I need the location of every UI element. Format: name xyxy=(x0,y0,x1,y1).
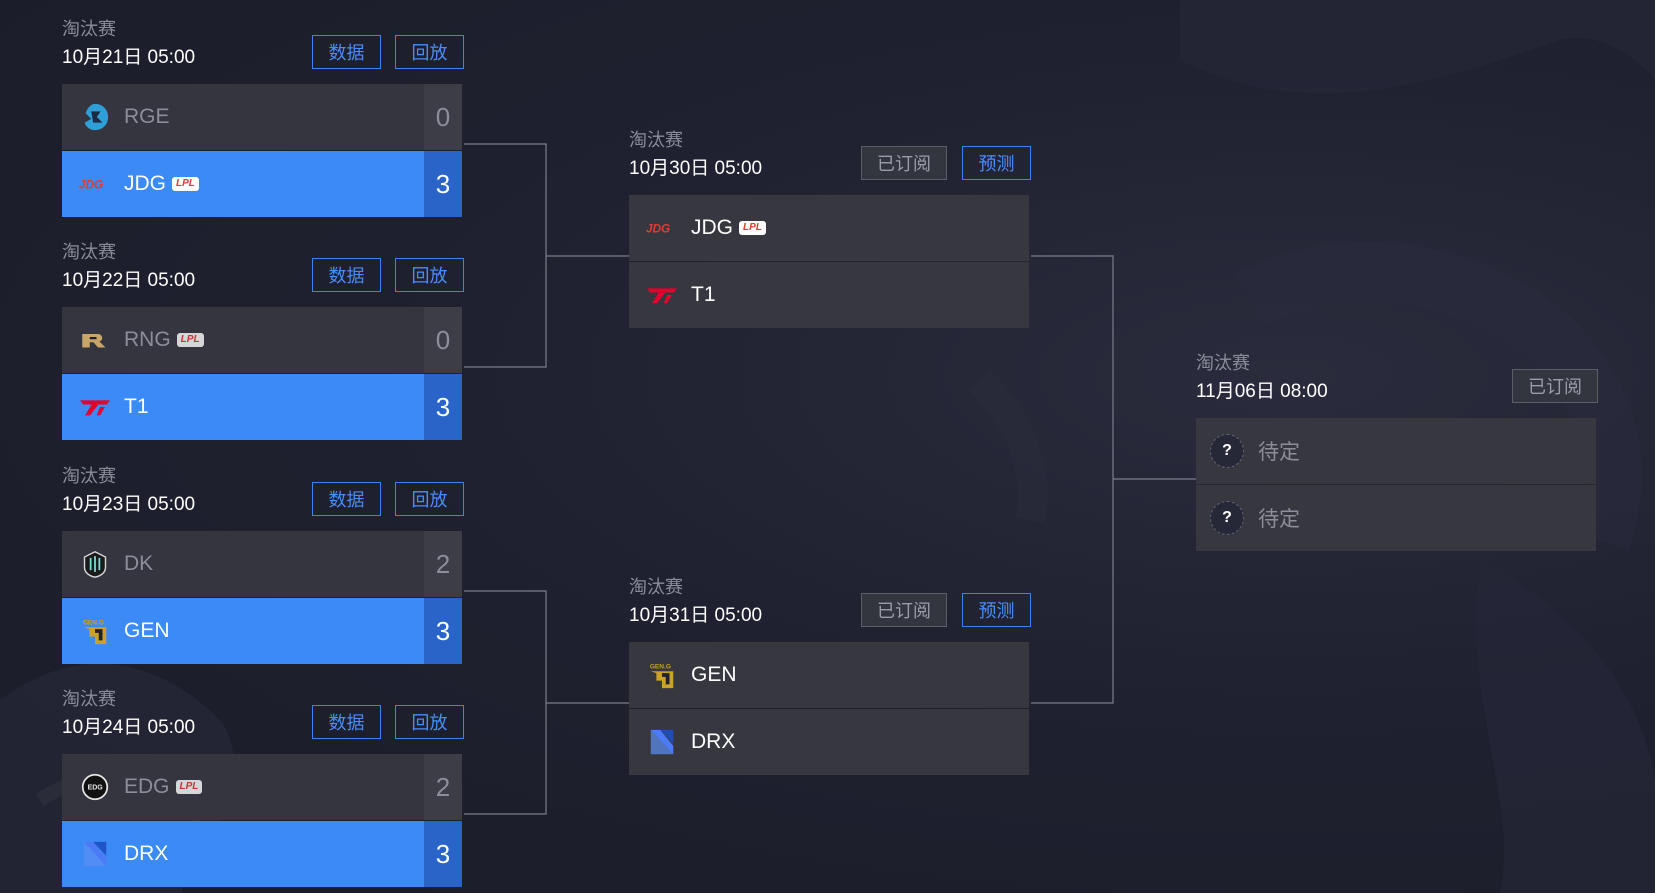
team-row-drx[interactable]: DRX xyxy=(629,709,1029,775)
match-final: 淘汰赛 11月06日 08:00 已订阅 ? 待定 ? 待定 xyxy=(1196,352,1598,551)
match-r1-3: 淘汰赛 10月23日 05:00 数据 回放 DK 2 GEN 3 xyxy=(62,465,464,664)
team-row-rge[interactable]: RGE 0 xyxy=(62,84,462,150)
team-name: GEN xyxy=(124,619,170,642)
match-r1-1: 淘汰赛 10月21日 05:00 数据 回放 RGE 0 JDG LPL 3 xyxy=(62,18,464,217)
replay-button[interactable]: 回放 xyxy=(395,482,464,516)
match-stage: 淘汰赛 xyxy=(62,19,116,39)
data-button[interactable]: 数据 xyxy=(312,35,381,69)
match-semi-2: 淘汰赛 10月31日 05:00 已订阅 预测 GEN DRX xyxy=(629,576,1031,775)
data-button[interactable]: 数据 xyxy=(312,482,381,516)
team-score: 3 xyxy=(424,151,462,217)
match-stage: 淘汰赛 xyxy=(62,466,116,486)
team-score: 3 xyxy=(424,374,462,440)
data-button[interactable]: 数据 xyxy=(312,705,381,739)
team-name: T1 xyxy=(691,283,716,306)
match-time: 10月31日 05:00 xyxy=(629,605,763,626)
team-row-tbd[interactable]: ? 待定 xyxy=(1196,485,1596,551)
jdg-logo-icon xyxy=(78,167,112,201)
team-name: JDG xyxy=(124,172,166,195)
team-row-drx[interactable]: DRX 3 xyxy=(62,821,462,887)
match-r1-4: 淘汰赛 10月24日 05:00 数据 回放 EDG LPL 2 DRX 3 xyxy=(62,688,464,887)
replay-button[interactable]: 回放 xyxy=(395,258,464,292)
dk-logo-icon xyxy=(78,547,112,581)
match-time: 10月30日 05:00 xyxy=(629,158,763,179)
match-time: 11月06日 08:00 xyxy=(1196,381,1328,402)
match-time: 10月21日 05:00 xyxy=(62,47,196,68)
team-name: 待定 xyxy=(1258,508,1300,531)
lpl-badge: LPL xyxy=(172,177,199,191)
team-row-t1[interactable]: T1 3 xyxy=(62,374,462,440)
team-name: 待定 xyxy=(1258,441,1300,464)
t1-logo-icon xyxy=(78,390,112,424)
team-score: 2 xyxy=(424,754,462,820)
team-name: EDG xyxy=(124,775,170,798)
match-stage: 淘汰赛 xyxy=(62,689,116,709)
team-name: DRX xyxy=(124,842,169,865)
team-score: 3 xyxy=(424,598,462,664)
t1-logo-icon xyxy=(645,278,679,312)
lpl-badge: LPL xyxy=(175,780,203,794)
question-mark-icon: ? xyxy=(1210,501,1244,535)
drx-logo-icon xyxy=(645,725,679,759)
rge-logo-icon xyxy=(78,100,112,134)
lpl-badge: LPL xyxy=(739,221,766,235)
match-time: 10月22日 05:00 xyxy=(62,270,196,291)
subscribed-button[interactable]: 已订阅 xyxy=(861,146,947,180)
gen-logo-icon xyxy=(78,614,112,648)
predict-button[interactable]: 预测 xyxy=(962,146,1031,180)
data-button[interactable]: 数据 xyxy=(312,258,381,292)
subscribed-button[interactable]: 已订阅 xyxy=(1512,369,1598,403)
gen-logo-icon xyxy=(645,658,679,692)
jdg-logo-icon xyxy=(645,211,679,245)
match-time: 10月24日 05:00 xyxy=(62,717,196,738)
team-row-t1[interactable]: T1 xyxy=(629,262,1029,328)
team-row-jdg[interactable]: JDG LPL 3 xyxy=(62,151,462,217)
team-score: 0 xyxy=(424,307,462,373)
team-row-gen[interactable]: GEN xyxy=(629,642,1029,708)
question-mark-icon: ? xyxy=(1210,434,1244,468)
match-stage: 淘汰赛 xyxy=(62,242,116,262)
team-row-edg[interactable]: EDG LPL 2 xyxy=(62,754,462,820)
predict-button[interactable]: 预测 xyxy=(962,593,1031,627)
team-row-dk[interactable]: DK 2 xyxy=(62,531,462,597)
match-r1-2: 淘汰赛 10月22日 05:00 数据 回放 RNG LPL 0 T1 3 xyxy=(62,241,464,440)
team-score: 3 xyxy=(424,821,462,887)
match-semi-1: 淘汰赛 10月30日 05:00 已订阅 预测 JDG LPL T1 xyxy=(629,129,1031,328)
replay-button[interactable]: 回放 xyxy=(395,35,464,69)
team-row-rng[interactable]: RNG LPL 0 xyxy=(62,307,462,373)
team-row-jdg[interactable]: JDG LPL xyxy=(629,195,1029,261)
match-stage: 淘汰赛 xyxy=(629,577,683,597)
rng-logo-icon xyxy=(78,323,112,357)
lpl-badge: LPL xyxy=(176,333,204,347)
team-name: DRX xyxy=(691,730,736,753)
team-name: GEN xyxy=(691,663,737,686)
team-name: DK xyxy=(124,552,154,575)
team-name: JDG xyxy=(691,216,733,239)
replay-button[interactable]: 回放 xyxy=(395,705,464,739)
match-stage: 淘汰赛 xyxy=(629,130,683,150)
edg-logo-icon xyxy=(78,770,112,804)
team-name: T1 xyxy=(124,395,149,418)
subscribed-button[interactable]: 已订阅 xyxy=(861,593,947,627)
team-row-tbd[interactable]: ? 待定 xyxy=(1196,418,1596,484)
team-row-gen[interactable]: GEN 3 xyxy=(62,598,462,664)
match-time: 10月23日 05:00 xyxy=(62,494,196,515)
drx-logo-icon xyxy=(78,837,112,871)
team-score: 2 xyxy=(424,531,462,597)
team-name: RNG xyxy=(124,328,171,351)
match-stage: 淘汰赛 xyxy=(1196,353,1250,373)
team-name: RGE xyxy=(124,105,170,128)
team-score: 0 xyxy=(424,84,462,150)
